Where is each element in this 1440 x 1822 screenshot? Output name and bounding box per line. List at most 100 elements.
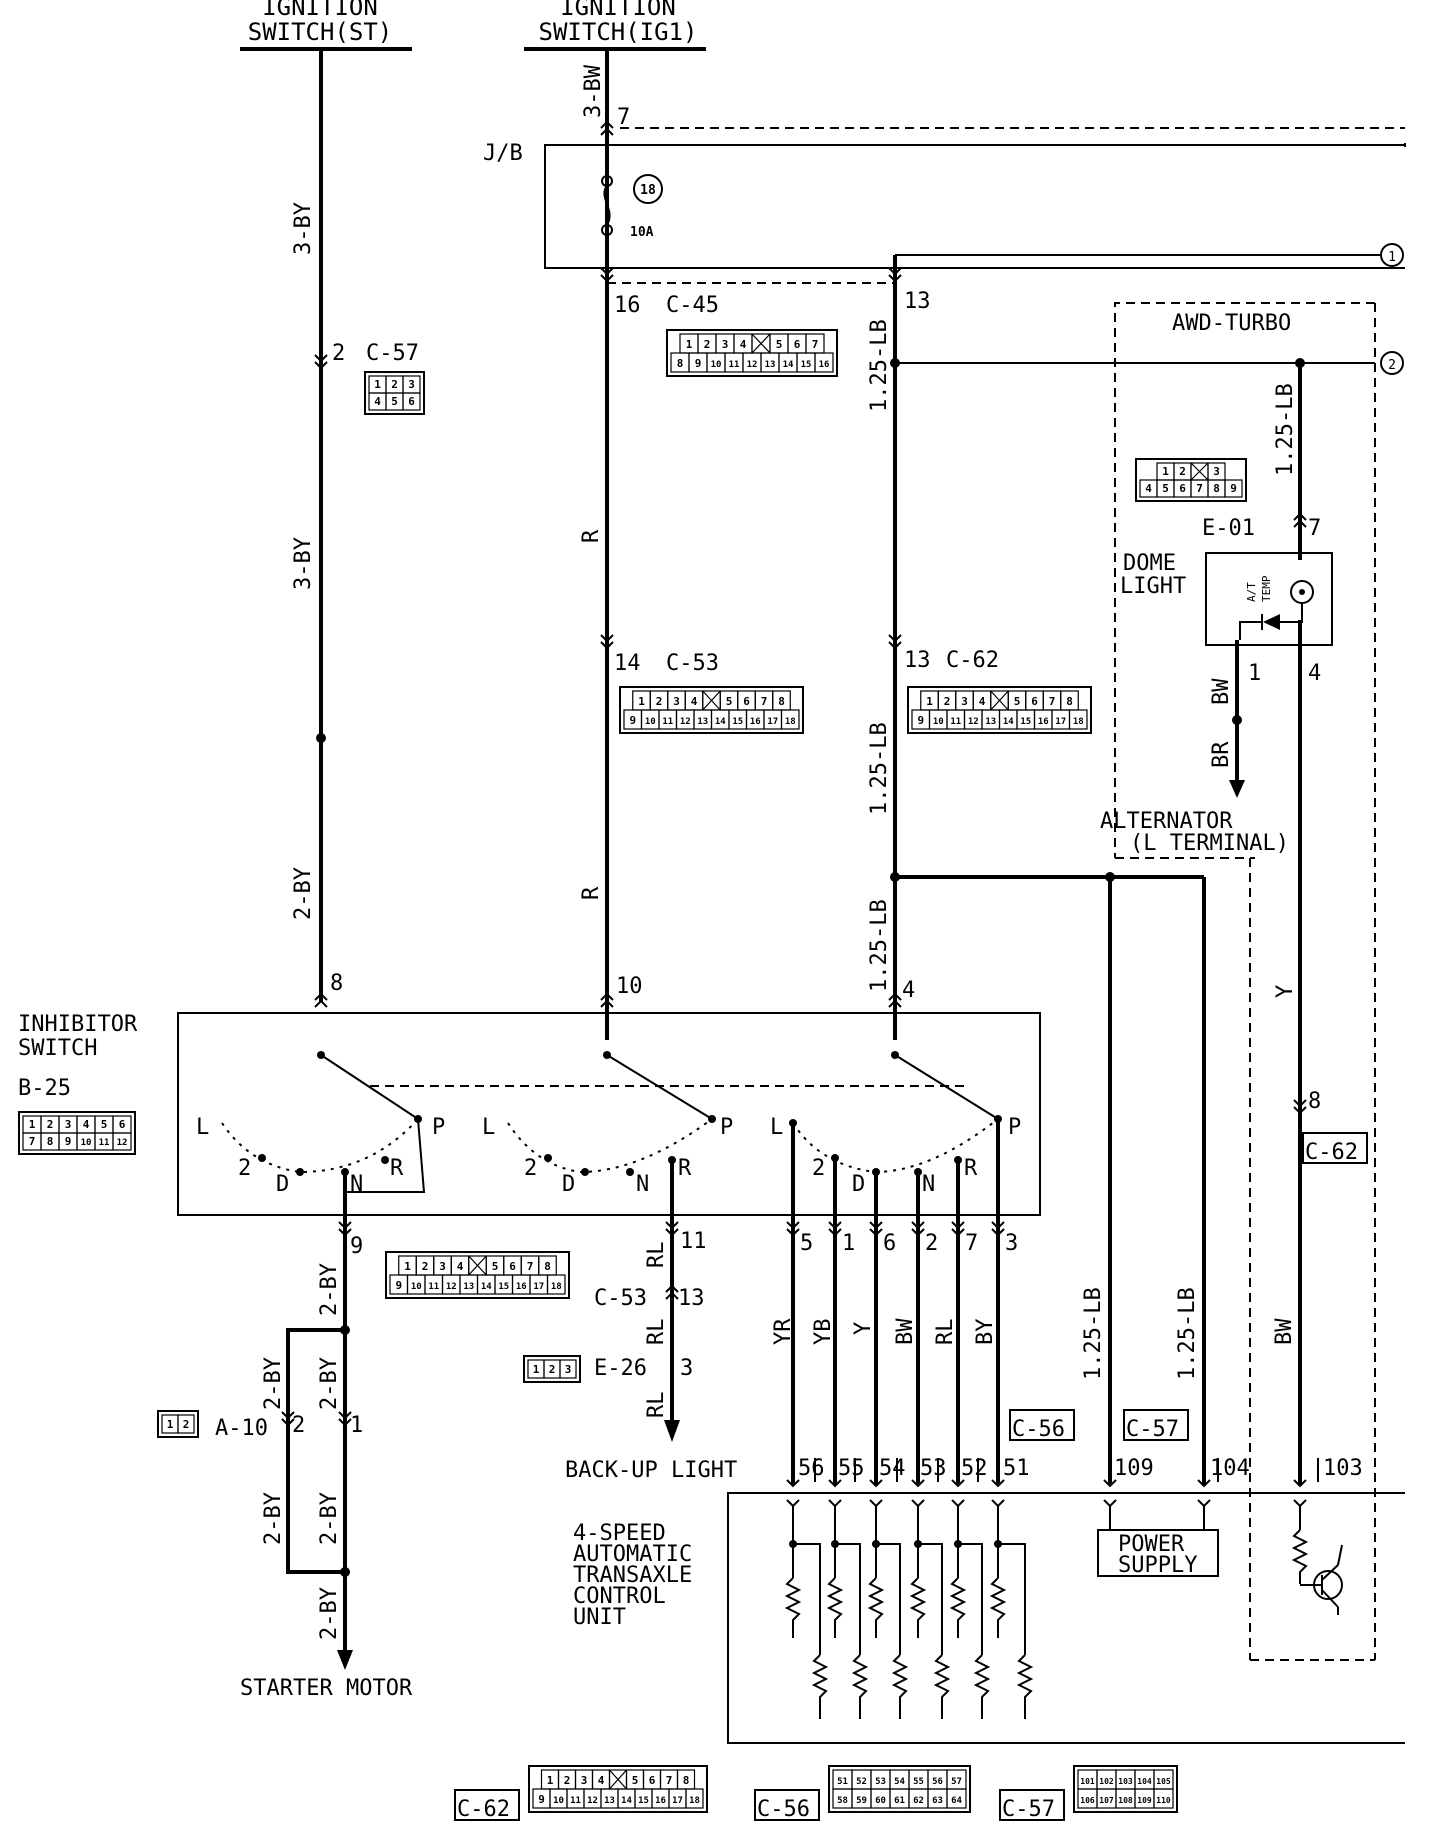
- connector-pin-number: 2: [564, 1774, 571, 1787]
- connector-cavity: [559, 1359, 577, 1379]
- wire-2by-s3: 2-BY: [317, 1357, 342, 1410]
- connector-pin-number: 2: [47, 1118, 54, 1131]
- pin-6: 6: [883, 1231, 896, 1256]
- connector-pin-number: 9: [1230, 482, 1237, 495]
- sw1-pos-p: P: [432, 1115, 445, 1140]
- wire-bw: BW: [893, 1318, 918, 1345]
- pin-16: 16: [614, 293, 641, 318]
- connector-pin-number: 13: [463, 1282, 474, 1292]
- conn-c53-label: C-53: [666, 651, 719, 676]
- conn-tag-c56r: C-56: [1009, 1409, 1075, 1442]
- ecu-pin-54: 54: [879, 1456, 906, 1481]
- connector-pin-number: 3: [565, 1363, 572, 1376]
- dome-light-line2: LIGHT: [1120, 574, 1186, 599]
- connector-pin-number: 10: [411, 1282, 422, 1292]
- at-temp-line2: TEMP: [1260, 575, 1273, 602]
- conn-c45-label: C-45: [666, 293, 719, 318]
- connector-pin-number: 8: [47, 1135, 54, 1148]
- pin-e01-7: 7: [1308, 516, 1321, 541]
- connector-pin-number: 108: [1118, 1796, 1133, 1805]
- connector-pin-number: 16: [655, 1796, 666, 1806]
- svg-text:C-57: C-57: [1002, 1797, 1055, 1822]
- connector-pin-number: 104: [1137, 1777, 1152, 1786]
- source-ig-st-line1: IGNITION: [262, 0, 378, 21]
- connector-pin-number: 6: [1179, 482, 1186, 495]
- svg-text:C-56: C-56: [1012, 1417, 1065, 1442]
- connector-pin-number: 15: [1020, 717, 1031, 727]
- inhibitor-label-line2: SWITCH: [18, 1036, 97, 1061]
- connector-pin-number: 9: [538, 1793, 545, 1806]
- ecu-pin-103: 103: [1323, 1456, 1363, 1481]
- fuse-number: 18: [640, 183, 656, 198]
- connector-pin-number: 6: [794, 338, 801, 351]
- pin-13: 13: [904, 289, 931, 314]
- connector-blank-cavity: [702, 690, 721, 711]
- wire-br: BR: [1209, 741, 1234, 768]
- connector-pin-number: 62: [913, 1796, 924, 1806]
- wire-lb-104: 1.25-LB: [1175, 1287, 1200, 1380]
- at-temp-line1: A/T: [1245, 582, 1258, 602]
- sw3-pos-l: L: [770, 1115, 783, 1140]
- connector-pin-number: 1: [926, 695, 933, 708]
- connector-pin-number: 51: [837, 1777, 848, 1787]
- connector-pin-number: 15: [498, 1282, 509, 1292]
- connector-pin-number: 16: [1038, 717, 1049, 727]
- connector-pin-number: 7: [1196, 482, 1203, 495]
- pin-5: 5: [800, 1231, 813, 1256]
- connector-pin-number: 61: [894, 1796, 905, 1806]
- fuse-rating: 10A: [630, 225, 654, 240]
- connector-pin-number: 2: [183, 1418, 190, 1431]
- connector-pin-number: 3: [581, 1774, 588, 1787]
- tcu-line4: CONTROL: [573, 1584, 666, 1609]
- pin-e01-1: 1: [1248, 661, 1261, 686]
- connector-pin-number: 18: [785, 717, 796, 727]
- ecu-pin-53: 53: [920, 1456, 947, 1481]
- connector-pin-number: 110: [1156, 1796, 1171, 1805]
- connector-pin-number: 56: [932, 1777, 943, 1787]
- connector-pin-number: 2: [704, 338, 711, 351]
- connector-frame: [907, 686, 1092, 734]
- connector-pin-number: 3: [439, 1260, 446, 1273]
- wire-y: Y: [851, 1322, 876, 1335]
- ref-marker-1-label: 1: [1388, 250, 1396, 265]
- connector-pin-number: 109: [1137, 1796, 1152, 1805]
- connector-pin-number: 6: [408, 395, 415, 408]
- wire-2by-s2: 2-BY: [261, 1357, 286, 1410]
- sw3-pos-d: D: [852, 1172, 865, 1197]
- connector-pin-number: 64: [951, 1796, 962, 1806]
- tcu-line3: TRANSAXLE: [573, 1563, 692, 1588]
- connector-cavity: [112, 1132, 132, 1151]
- wire-yb: YB: [811, 1319, 836, 1346]
- wire-bw-dome: BW: [1209, 678, 1234, 705]
- wire-lb-awd: 1.25-LB: [1273, 383, 1298, 476]
- pin-7b: 7: [965, 1231, 978, 1256]
- connector-pin-number: 12: [747, 360, 758, 370]
- sw3-pos-p: P: [1008, 1115, 1021, 1140]
- connector-pin-number: 17: [767, 717, 778, 727]
- connector-pin-number: 10: [553, 1796, 564, 1806]
- sw2-pos-n: N: [636, 1172, 649, 1197]
- pin-a10-1: 1: [350, 1413, 363, 1438]
- inhibitor-label-line1: INHIBITOR: [18, 1012, 138, 1037]
- connector-pin-number: 8: [677, 357, 684, 370]
- connector-pin-number: 105: [1156, 1777, 1171, 1786]
- sw2-pos-l: L: [482, 1115, 495, 1140]
- connector-frame: [828, 1765, 971, 1813]
- connector-pin-number: 4: [1145, 482, 1152, 495]
- connector-pin-number: 2: [1179, 465, 1186, 478]
- connector-pin-number: 6: [119, 1118, 126, 1131]
- splice-lb-top: [890, 358, 900, 368]
- connector-cavity: [177, 1414, 195, 1434]
- connector-pin-number: 15: [638, 1796, 649, 1806]
- power-supply-line2: SUPPLY: [1118, 1553, 1197, 1578]
- connector-pin-number: 54: [894, 1777, 905, 1787]
- pin-11: 11: [680, 1229, 707, 1254]
